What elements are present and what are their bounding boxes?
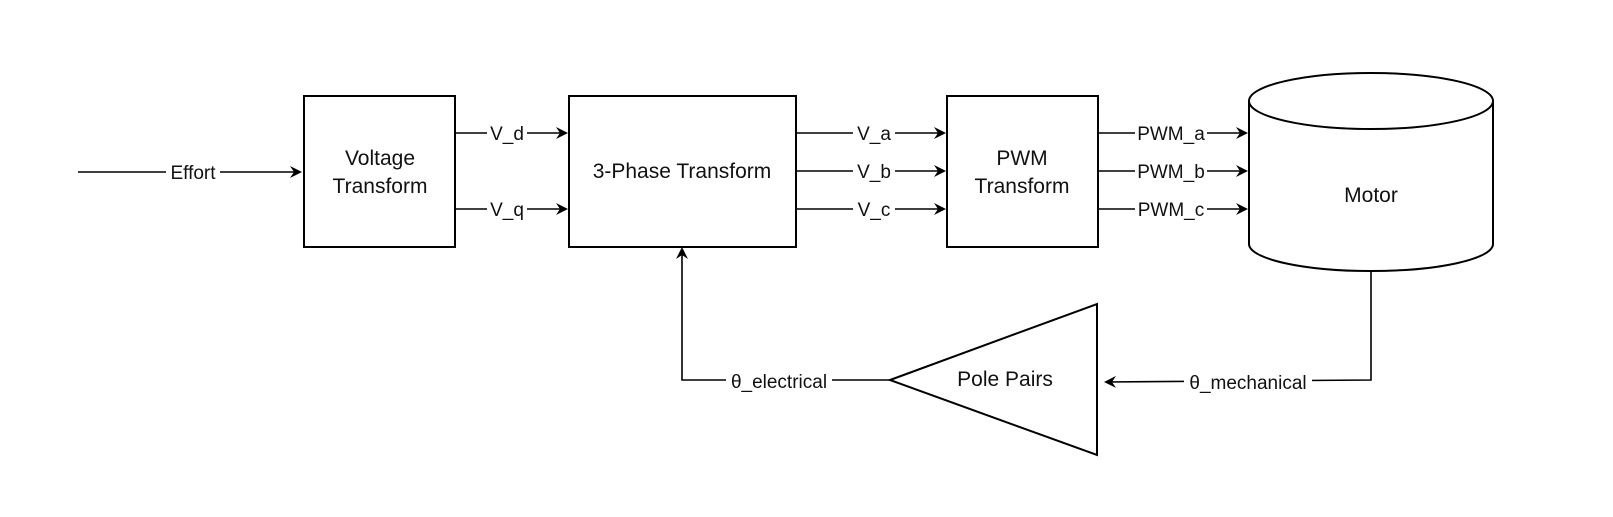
- block-label: PWM: [996, 147, 1047, 170]
- edge-theta-mechanical: θ_mechanical: [1104, 271, 1372, 394]
- label-v-q: V_q: [490, 200, 524, 221]
- label-pwm-b: PWM_b: [1137, 162, 1205, 183]
- label-theta-electrical: θ_electrical: [731, 372, 827, 393]
- edge-v-d: V_d: [455, 121, 568, 145]
- edge-pwm-c: PWM_c: [1098, 197, 1248, 221]
- label-v-d: V_d: [490, 124, 524, 145]
- label-v-c: V_c: [858, 200, 891, 221]
- block-label: Voltage: [345, 147, 415, 170]
- block-voltage-transform[interactable]: Voltage Transform: [303, 95, 456, 248]
- label-v-b: V_b: [857, 162, 891, 183]
- block-label: 3-Phase Transform: [593, 160, 772, 183]
- edge-pwm-a: PWM_a: [1098, 121, 1248, 145]
- block-motor[interactable]: Motor: [1248, 72, 1494, 272]
- label-theta-mechanical: θ_mechanical: [1189, 373, 1306, 394]
- block-label: Transform: [333, 175, 428, 198]
- edge-v-b: V_b: [796, 159, 946, 183]
- edge-v-a: V_a: [796, 121, 946, 145]
- label-effort: Effort: [170, 163, 216, 184]
- edge-v-q: V_q: [455, 197, 568, 221]
- edge-pwm-b: PWM_b: [1098, 159, 1248, 183]
- label-pwm-c: PWM_c: [1138, 200, 1205, 221]
- label-v-a: V_a: [857, 124, 891, 145]
- block-three-phase-transform[interactable]: 3-Phase Transform: [568, 95, 797, 248]
- edge-effort: Effort: [78, 160, 302, 184]
- edge-v-c: V_c: [796, 197, 946, 221]
- label-pwm-a: PWM_a: [1137, 124, 1205, 145]
- block-label: Pole Pairs: [957, 368, 1053, 391]
- edge-theta-electrical: θ_electrical: [676, 247, 890, 393]
- block-label: Motor: [1344, 184, 1398, 207]
- block-pwm-transform[interactable]: PWM Transform: [946, 95, 1099, 248]
- block-pole-pairs[interactable]: Pole Pairs: [887, 302, 1098, 457]
- block-label: Transform: [975, 175, 1070, 198]
